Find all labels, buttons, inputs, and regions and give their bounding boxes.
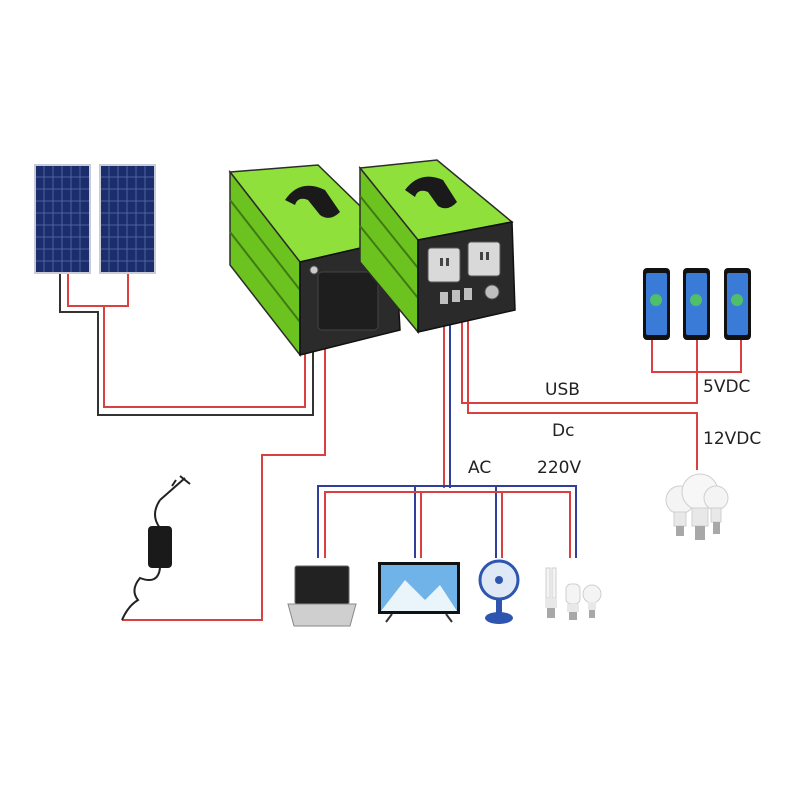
wire-solar-black [59, 270, 314, 416]
cfl-bulb-icon [545, 567, 557, 618]
solar-panels [34, 164, 156, 274]
charger-plug-icon [159, 475, 191, 501]
power-switch-icon [484, 284, 500, 300]
wire-charger [122, 268, 326, 621]
usb-ports-icon [440, 288, 472, 304]
laptop-icon [287, 565, 357, 627]
wire-ac-bus-red [324, 491, 571, 558]
light-bulb-icon [703, 485, 729, 534]
desk-fan-icon [478, 559, 520, 624]
label-usb: USB [545, 380, 580, 400]
smartphone-icon [724, 268, 751, 340]
label-dc: Dc [552, 421, 574, 441]
ac-adapter-charger [121, 475, 191, 621]
label-ac: AC [468, 458, 491, 478]
carry-handle-icon [405, 176, 457, 209]
label-ac-voltage: 220V [537, 458, 581, 478]
smartphone-icon [683, 268, 710, 340]
ac-appliances [287, 559, 602, 627]
spiral-bulb-icon [565, 583, 581, 620]
power-station-front [358, 159, 516, 335]
wire-usb [461, 300, 742, 404]
label-usb-voltage: 5VDC [703, 377, 750, 397]
solar-panel-left [34, 164, 91, 274]
smartphones [643, 268, 751, 340]
television-icon [378, 562, 460, 623]
labels: USB 5VDC Dc 12VDC AC 220V [468, 377, 761, 478]
label-dc-voltage: 12VDC [703, 429, 761, 449]
smartphone-icon [643, 268, 670, 340]
solar-panel-right [99, 164, 156, 274]
carry-handle-icon [285, 185, 340, 218]
light-bulb-icon [582, 584, 602, 618]
led-bulbs [665, 473, 729, 540]
ac-outlet-icon [440, 252, 489, 266]
wire-ac-bus-blue [317, 485, 577, 558]
wiring [59, 268, 742, 621]
wire-dc [467, 300, 698, 470]
input-port-icon [309, 265, 319, 275]
